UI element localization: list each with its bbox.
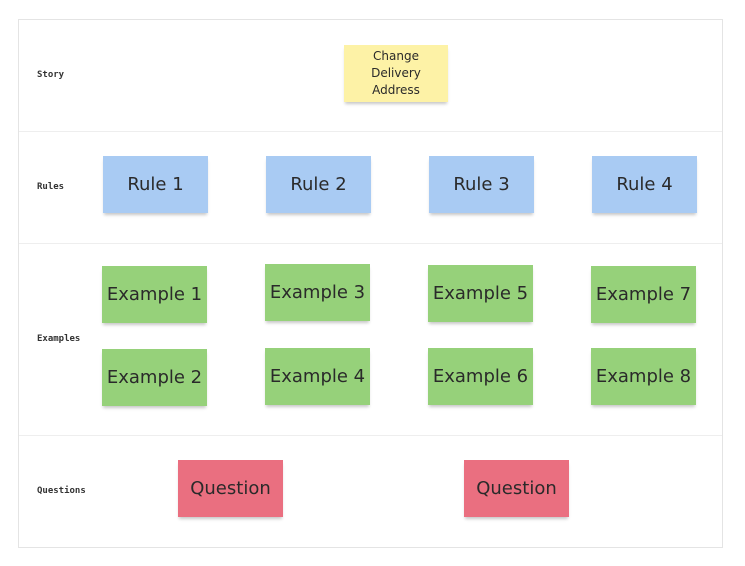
story-sticky-line-2: Address — [372, 83, 420, 97]
row-label-questions: Questions — [37, 486, 86, 496]
example-sticky-note[interactable]: Example 6 — [428, 348, 533, 405]
story-sticky-note[interactable]: Change Delivery Address — [344, 45, 448, 102]
example-sticky-note[interactable]: Example 3 — [265, 264, 370, 321]
example-sticky-note[interactable]: Example 8 — [591, 348, 696, 405]
row-label-rules: Rules — [37, 182, 65, 192]
rule-sticky-note[interactable]: Rule 2 — [266, 156, 371, 213]
row-divider — [19, 435, 722, 436]
row-divider — [19, 243, 722, 244]
story-sticky-line-1: Change Delivery — [371, 49, 421, 80]
row-divider — [19, 131, 722, 132]
rule-sticky-note[interactable]: Rule 1 — [103, 156, 208, 213]
example-sticky-note[interactable]: Example 2 — [102, 349, 207, 406]
rule-sticky-note[interactable]: Rule 4 — [592, 156, 697, 213]
row-label-story: Story — [37, 70, 65, 80]
example-sticky-note[interactable]: Example 1 — [102, 266, 207, 323]
example-sticky-note[interactable]: Example 7 — [591, 266, 696, 323]
question-sticky-note[interactable]: Question — [464, 460, 569, 517]
example-sticky-note[interactable]: Example 4 — [265, 348, 370, 405]
example-sticky-note[interactable]: Example 5 — [428, 265, 533, 322]
rule-sticky-note[interactable]: Rule 3 — [429, 156, 534, 213]
question-sticky-note[interactable]: Question — [178, 460, 283, 517]
row-label-examples: Examples — [37, 334, 81, 344]
